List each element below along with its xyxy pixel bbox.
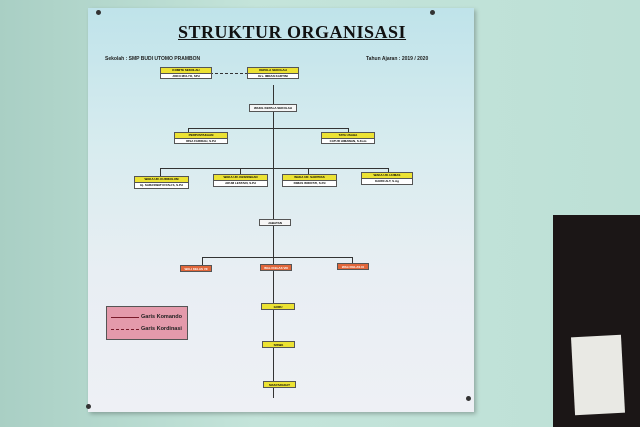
name: JOKO MULYO, SPd (172, 74, 200, 78)
coordination-line (210, 73, 248, 74)
masyarakat-box: MASYARAKAT (263, 381, 296, 388)
role: WAKA UR. HUMAS (362, 173, 412, 179)
wakil-box: WAKIL KEPALA SEKOLAH (249, 104, 297, 112)
name: KARDI ALT, S.Ag (375, 179, 399, 183)
command-line (160, 168, 161, 180)
name: Drs. IMRAN KARTINI (258, 74, 288, 78)
wali-kelas-box: WALI KELAS IX (337, 263, 369, 270)
name: CATUR HIMAWAN, S.Kom (329, 139, 367, 143)
wali-kelas-box: WALI KELAS VII (180, 265, 212, 272)
command-line (352, 257, 353, 267)
wali-kelas-box: WALI KELAS VIII (260, 264, 292, 271)
command-line (202, 257, 352, 258)
pin (96, 10, 101, 15)
school-year: Tahun Ajaran : 2019 / 2020 (366, 56, 429, 62)
solid-line-sample (111, 317, 139, 318)
command-line (202, 257, 203, 267)
pin (466, 396, 471, 401)
name: DIMAS WIDIYATI, S.Pd (293, 181, 326, 185)
school-name: Sekolah : SMP BUDI UTOMO PRAMBON (105, 56, 201, 62)
command-line (188, 128, 348, 129)
posted-paper (570, 334, 626, 416)
role: KOMITE SEKOLAH (161, 68, 211, 74)
role: PERPUSTAKAAN (175, 133, 227, 139)
command-line (273, 85, 274, 398)
pin (430, 10, 435, 15)
chart-title: STRUKTUR ORGANISASI (178, 22, 407, 42)
role: TATA USAHA (322, 133, 374, 139)
role: WAKA UR. KURIKULUM (135, 177, 188, 183)
name: Hj. SARASWATI DYAH S, S.Pd (140, 183, 183, 187)
pin (86, 404, 91, 409)
role: WAKA UR. KESISWAAN (214, 175, 267, 181)
role: KEPALA SEKOLAH (248, 68, 298, 74)
dashed-line-sample (111, 329, 139, 330)
legend-koordinasi: Garis Kordinasi (141, 326, 182, 332)
name: RISA FARIDAH, S.Pd (186, 139, 216, 143)
guru-box: GURU (261, 303, 295, 310)
command-line (160, 168, 388, 169)
name: ARUM LESTARI, S.Pd (225, 181, 256, 185)
siswa-box: SISWA (262, 341, 295, 348)
jabatan-box: JABATAN (259, 219, 291, 226)
legend: Garis Komando Garis Kordinasi (106, 306, 188, 340)
org-chart-banner: STRUKTUR ORGANISASI Sekolah : SMP BUDI U… (86, 8, 474, 412)
legend-komando: Garis Komando (141, 314, 182, 320)
role: WAKA UR. SARPRAS (283, 175, 336, 181)
